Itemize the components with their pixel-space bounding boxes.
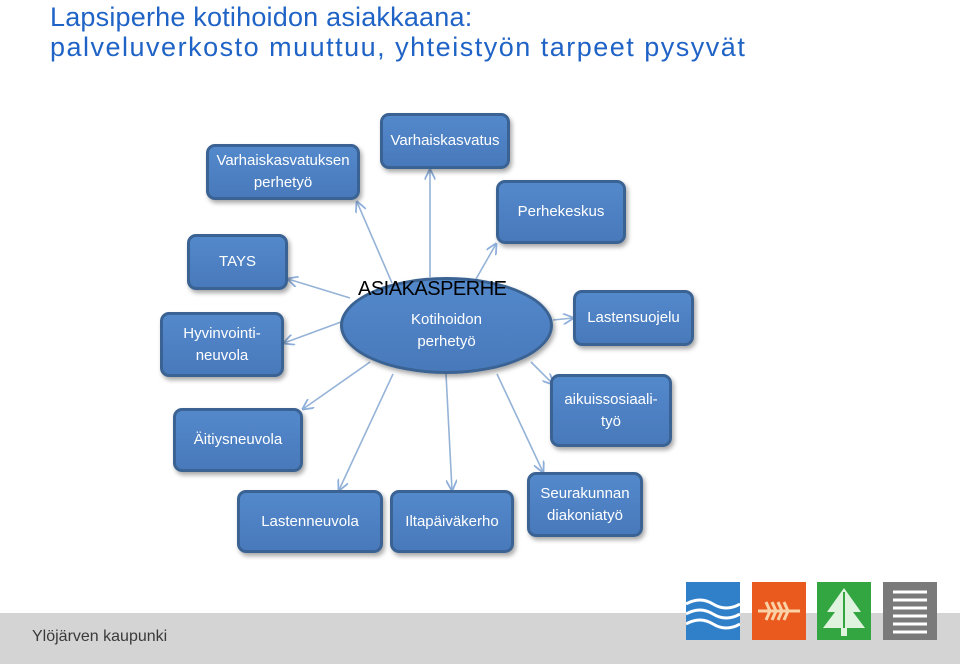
node-label: aikuissosiaali- bbox=[564, 390, 658, 408]
arrow-to-hyvinvointineuvola bbox=[284, 321, 342, 343]
node-label: Varhaiskasvatus bbox=[390, 132, 500, 149]
footer-organization: Ylöjärven kaupunki bbox=[32, 628, 168, 645]
node-varhaiskasvatus: Varhaiskasvatus bbox=[380, 113, 510, 169]
arrow-to-iltapaivakerho bbox=[445, 373, 452, 490]
node-lastensuojelu: Lastensuojelu bbox=[573, 290, 694, 346]
node-varhaiskasvatuksen-perhetyo: Varhaiskasvatuksen perhetyö bbox=[206, 144, 360, 200]
node-perhekeskus: Perhekeskus bbox=[496, 180, 626, 244]
title-line-1: Lapsiperhe kotihoidon asiakkaana: bbox=[50, 2, 473, 32]
arrow-to-seurakunnan-diakoniatyo bbox=[496, 373, 543, 472]
node-label: Hyvinvointi- bbox=[183, 324, 261, 342]
wheat-logo bbox=[752, 582, 806, 640]
arrow-to-lastensuojelu bbox=[552, 318, 573, 320]
node-seurakunnan-diakoniatyo: Seurakunnan diakoniatyö bbox=[527, 472, 643, 537]
node-hyvinvointineuvola: Hyvinvointi-neuvola bbox=[160, 312, 284, 377]
node-label: perhetyö bbox=[253, 174, 313, 191]
node-iltapaivakerho: Iltapäiväkerho bbox=[390, 490, 514, 553]
arrow-to-perhekeskus bbox=[475, 244, 496, 280]
node-lastenneuvola: Lastenneuvola bbox=[237, 490, 383, 553]
node-label: työ bbox=[600, 412, 621, 430]
node-label: Varhaiskasvatuksen bbox=[216, 152, 350, 169]
tree-logo bbox=[817, 582, 871, 640]
arrow-to-aitiysneuvola bbox=[303, 361, 371, 409]
node-aitiysneuvola: Äitiysneuvola bbox=[173, 408, 303, 472]
node-label: Lastensuojelu bbox=[587, 309, 680, 326]
arrow-to-tays bbox=[288, 279, 351, 299]
center-node-kotihoidon-perhetyo: Kotihoidon perhetyö bbox=[340, 277, 553, 374]
building-logo bbox=[883, 582, 937, 640]
node-label: Perhekeskus bbox=[517, 203, 605, 220]
center-node-label: Kotihoidon bbox=[411, 310, 482, 328]
arrow-to-aikuissosiaalityo bbox=[530, 361, 553, 384]
node-label: Seurakunnan bbox=[540, 484, 630, 502]
node-aikuissosiaalityo: aikuissosiaali-työ bbox=[550, 374, 672, 447]
node-label: neuvola bbox=[195, 346, 249, 364]
node-label: diakoniatyö bbox=[547, 506, 623, 524]
node-tays: TAYS bbox=[187, 234, 288, 290]
center-node-label: perhetyö bbox=[417, 332, 476, 350]
arrow-to-lastenneuvola bbox=[339, 373, 394, 490]
node-label: Äitiysneuvola bbox=[193, 431, 283, 448]
center-label-asiakasperhe: ASIAKASPERHE bbox=[358, 278, 507, 300]
slide-title: Lapsiperhe kotihoidon asiakkaana: palvel… bbox=[50, 2, 746, 62]
node-label: Lastenneuvola bbox=[261, 512, 359, 530]
node-label: TAYS bbox=[219, 253, 256, 270]
water-waves-logo bbox=[686, 582, 740, 640]
node-label: Iltapäiväkerho bbox=[405, 512, 499, 530]
title-line-2: palveluverkosto muuttuu, yhteistyön tarp… bbox=[50, 32, 747, 62]
arrow-to-varhaiskasvatuksen-perhetyo bbox=[357, 202, 393, 284]
